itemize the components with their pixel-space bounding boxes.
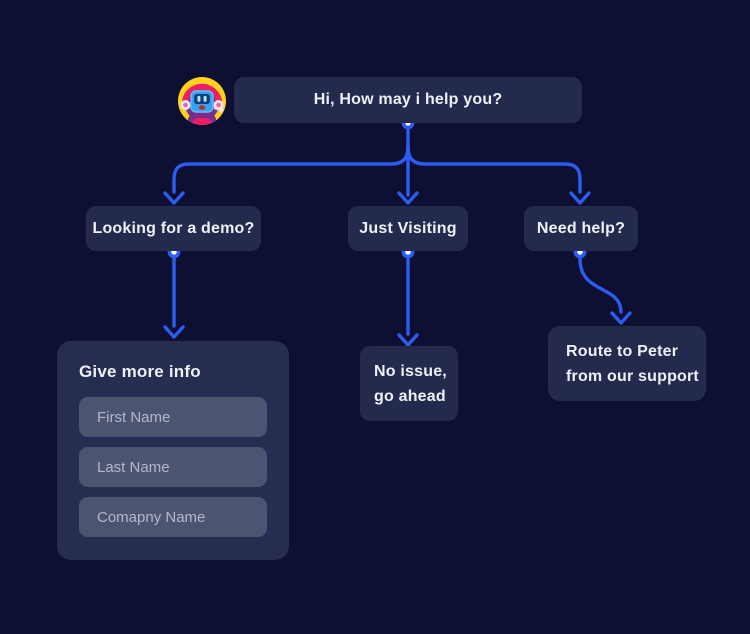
- last-name-input[interactable]: [79, 447, 267, 487]
- first-name-input[interactable]: [79, 397, 267, 437]
- arrowhead-form: [163, 325, 185, 339]
- no-issue-line-1: No issue,: [374, 362, 447, 380]
- outcome-node-route-support[interactable]: Route to Peter from our support: [548, 326, 706, 401]
- option-help-label: Need help?: [536, 219, 626, 237]
- no-issue-line-2: go ahead: [374, 387, 446, 405]
- arrowhead-noissue: [397, 333, 419, 347]
- route-line-1: Route to Peter: [566, 342, 679, 360]
- robot-avatar-icon: [178, 77, 226, 125]
- option-node-help[interactable]: Need help?: [524, 206, 638, 251]
- arrowhead-middle: [397, 191, 419, 205]
- outcome-node-no-issue[interactable]: No issue, go ahead: [360, 346, 458, 421]
- connector-root-to-right: [406, 144, 582, 194]
- arrowhead-right: [569, 191, 591, 205]
- connector-help-to-route: [578, 257, 623, 314]
- form-title: Give more info: [79, 362, 201, 381]
- company-name-input[interactable]: [79, 497, 267, 537]
- option-demo-label: Looking for a demo?: [92, 219, 255, 237]
- lead-form-card[interactable]: Give more info: [57, 341, 289, 560]
- root-message-text: Hi, How may i help you?: [313, 91, 503, 108]
- option-node-demo[interactable]: Looking for a demo?: [86, 206, 261, 251]
- option-node-visiting[interactable]: Just Visiting: [348, 206, 468, 251]
- connector-root-to-left: [172, 144, 410, 194]
- root-message-node[interactable]: Hi, How may i help you?: [234, 77, 582, 123]
- arrowhead-route: [610, 311, 632, 325]
- option-visiting-label: Just Visiting: [359, 219, 457, 237]
- route-line-2: from our support: [566, 367, 699, 385]
- arrowhead-left: [163, 191, 185, 205]
